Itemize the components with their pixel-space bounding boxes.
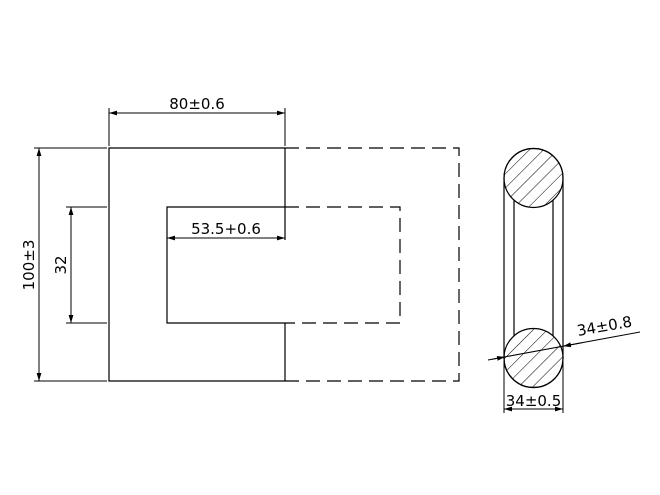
section-top-hatched <box>503 147 564 209</box>
dimension-label-section-diameter: 34±0.8 <box>576 313 634 340</box>
outer-outline-right-hidden <box>285 147 460 382</box>
dimension-section-width: 34±0.5 <box>503 362 564 413</box>
dimension-inner-length: 53.5+0.6 <box>167 220 285 241</box>
link-front-view <box>108 147 460 382</box>
dimension-label-section-width: 34±0.5 <box>506 392 562 410</box>
dimension-inner-height: 32 <box>52 206 107 324</box>
inner-outline-left <box>166 206 285 324</box>
dimension-label-inner-height: 32 <box>52 255 70 274</box>
dimension-width-top: 80±0.6 <box>108 95 286 146</box>
inner-outline-right-hidden <box>285 206 401 324</box>
dimension-overall-height: 100±3 <box>20 147 107 382</box>
section-bottom-hatched <box>503 327 564 389</box>
outer-outline-left <box>108 147 285 382</box>
dimension-label-width-top: 80±0.6 <box>169 95 225 113</box>
dimension-label-overall-height: 100±3 <box>20 240 38 291</box>
link-side-view <box>503 147 564 389</box>
dimension-label-inner-length: 53.5+0.6 <box>191 220 261 238</box>
